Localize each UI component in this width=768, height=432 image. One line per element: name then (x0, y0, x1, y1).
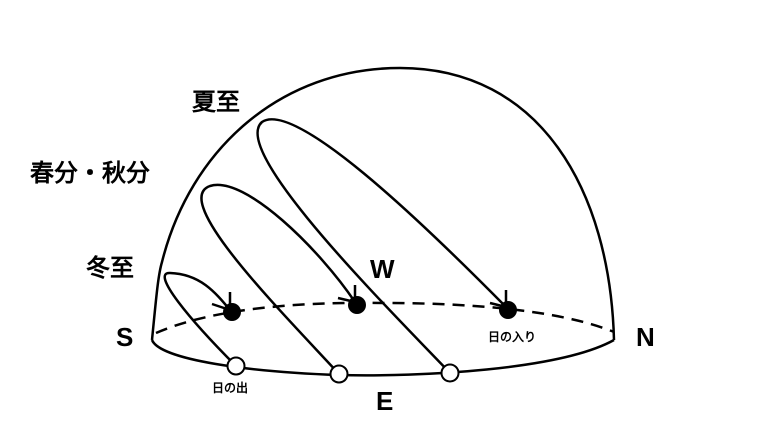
east-label: E (376, 386, 394, 416)
equinox-sunrise-circle (329, 364, 349, 384)
sunrise-label: 日の出 (212, 381, 249, 395)
winter-sun-path (163, 271, 237, 367)
summer-solstice-label: 夏至 (192, 88, 240, 116)
equinox-sunset-dot (348, 296, 366, 314)
summer-sun-path (256, 118, 507, 374)
north-label: N (636, 322, 655, 352)
summer-sunrise-circle (440, 363, 460, 383)
equinox-sun-path (200, 183, 357, 375)
summer-sunset-dot (499, 301, 517, 319)
west-label: W (370, 254, 395, 284)
south-label: S (116, 322, 134, 352)
winter-sunset-dot (223, 303, 241, 321)
winter-sunrise-circle (226, 356, 246, 376)
celestial-dome (150, 66, 616, 341)
horizon-front (150, 338, 615, 377)
sunset-label: 日の入り (488, 330, 537, 344)
equinox-label: 春分・秋分 (30, 159, 150, 187)
winter-solstice-label: 冬至 (86, 254, 134, 282)
